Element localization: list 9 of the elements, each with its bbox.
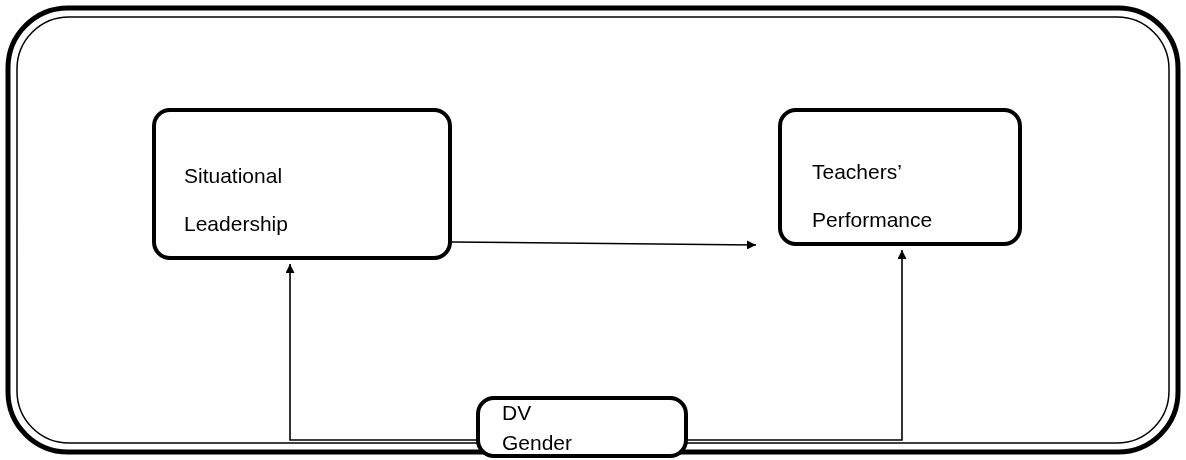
arrow <box>285 263 477 441</box>
node-label: Situational Leadership <box>184 163 289 237</box>
process-box <box>152 108 452 260</box>
node-label: Teachers’ Performance <box>812 159 934 233</box>
node-label: DV Gender <box>502 400 574 456</box>
process-box <box>476 396 688 458</box>
arrow <box>687 249 907 441</box>
arrow <box>451 240 757 250</box>
process-box <box>778 108 1022 246</box>
